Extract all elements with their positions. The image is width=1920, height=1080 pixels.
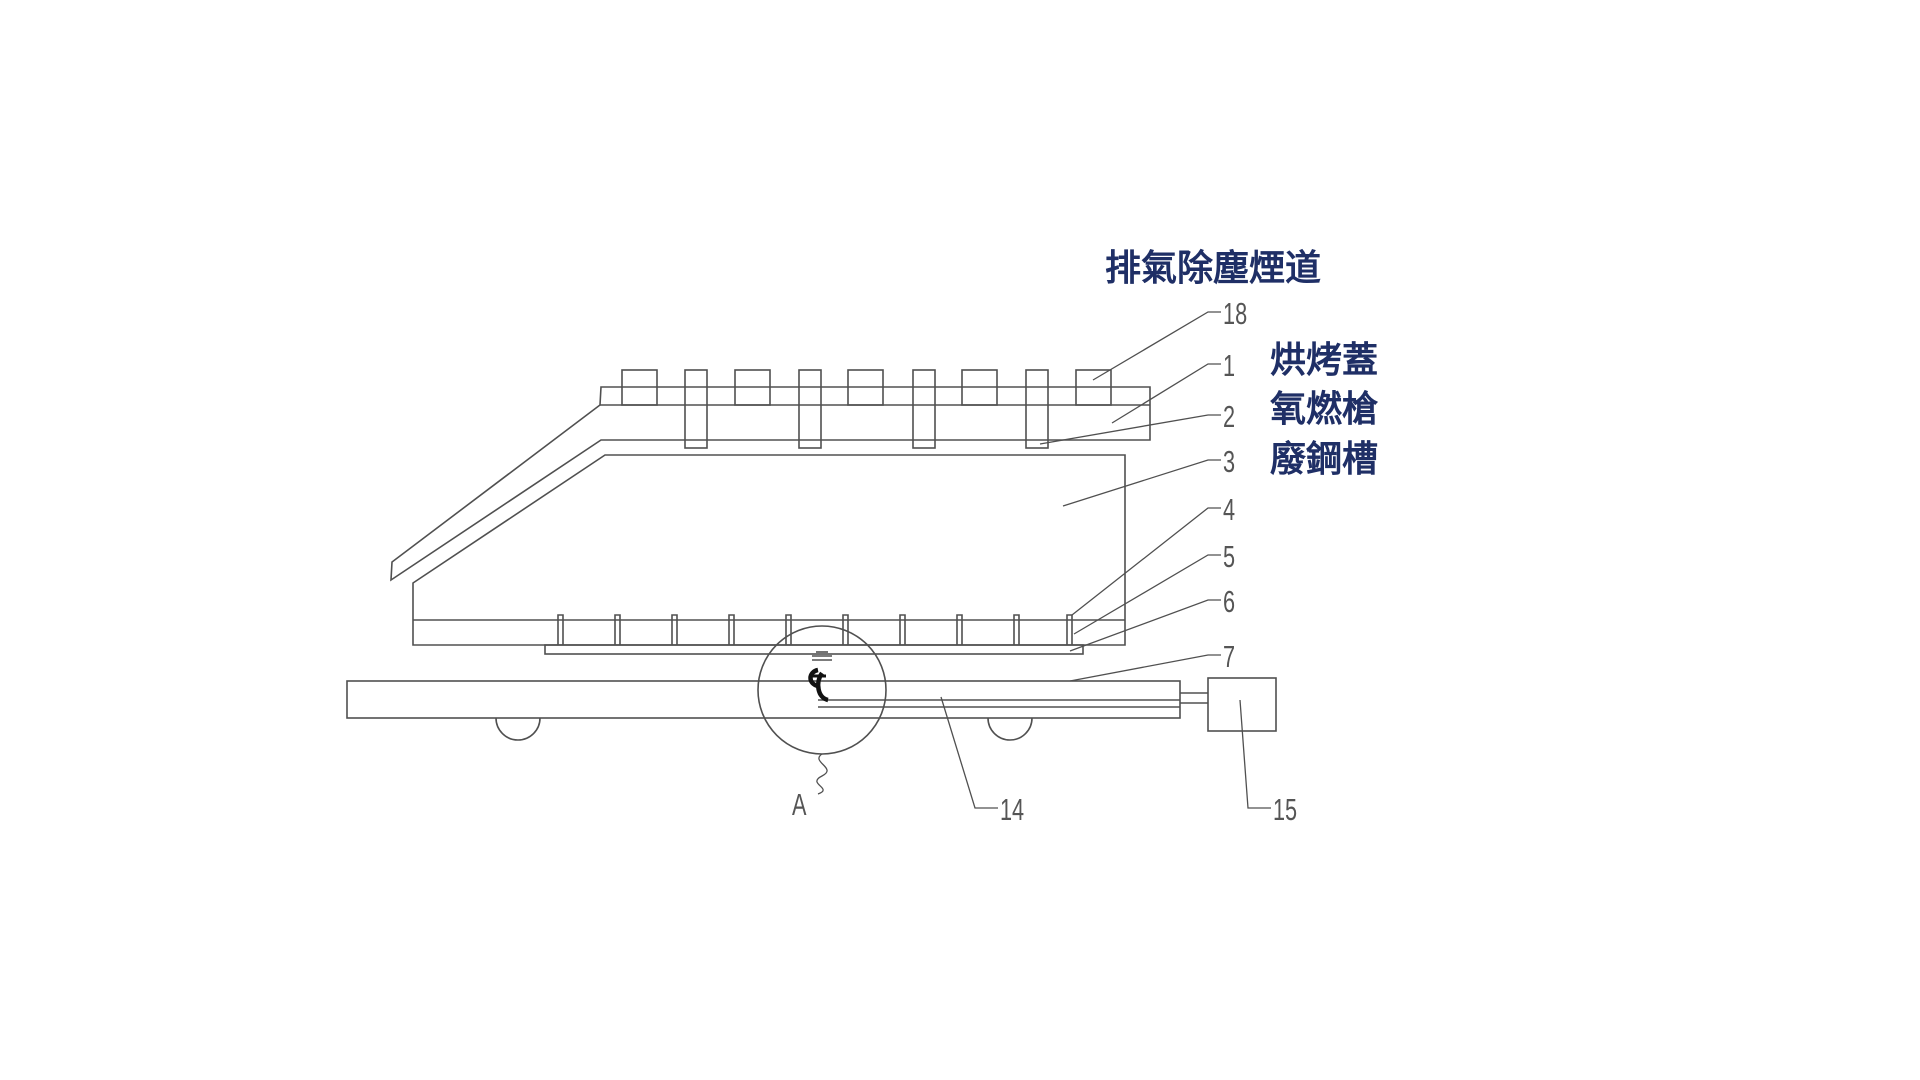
wheels bbox=[495, 717, 1033, 741]
detail-a-squiggle bbox=[816, 753, 828, 795]
ref-6: 6 bbox=[1223, 584, 1235, 619]
label-oxy-fuel-gun: 氧燃槍 bbox=[1270, 388, 1379, 430]
drive-rod bbox=[1180, 692, 1208, 704]
grate-posts bbox=[557, 614, 1073, 645]
ref-2: 2 bbox=[1223, 399, 1235, 434]
scrap-tank bbox=[412, 454, 1126, 646]
leader-lines bbox=[940, 311, 1271, 809]
ref-3: 3 bbox=[1223, 444, 1235, 479]
ref-7: 7 bbox=[1223, 639, 1235, 674]
ref-14: 14 bbox=[1000, 792, 1024, 827]
oxy-fuel-guns bbox=[684, 369, 1049, 449]
label-exhaust-duct: 排氣除塵煙道 bbox=[1105, 247, 1321, 289]
ref-a: A bbox=[792, 787, 807, 822]
ref-5: 5 bbox=[1223, 539, 1235, 574]
bottom-plate bbox=[544, 644, 1084, 655]
ref-15: 15 bbox=[1273, 792, 1297, 827]
label-baking-lid: 烘烤蓋 bbox=[1270, 339, 1378, 381]
ref-18: 18 bbox=[1223, 296, 1247, 331]
ref-1: 1 bbox=[1223, 348, 1235, 383]
part-labels: 排氣除塵煙道 烘烤蓋 氧燃槍 廢鋼槽 bbox=[1105, 247, 1379, 480]
reference-numbers: 18 1 2 3 4 5 6 7 14 15 A bbox=[792, 296, 1297, 827]
label-scrap-tank: 廢鋼槽 bbox=[1270, 438, 1378, 480]
trolley-base bbox=[346, 680, 1181, 719]
hook-mechanism bbox=[808, 651, 832, 703]
ref-4: 4 bbox=[1223, 492, 1235, 527]
baking-lid bbox=[390, 386, 1151, 582]
exhaust-stacks bbox=[621, 369, 1112, 406]
